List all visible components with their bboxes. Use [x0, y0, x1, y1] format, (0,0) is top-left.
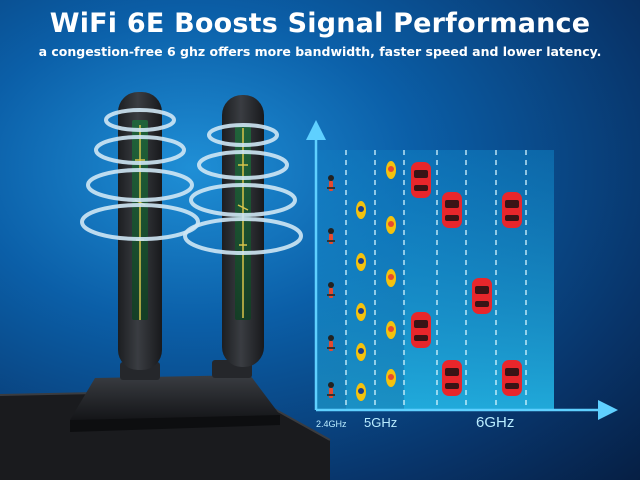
antenna-icon	[80, 92, 200, 370]
antenna-base	[70, 360, 280, 432]
antenna-icon	[183, 95, 303, 367]
bicycle-icon	[327, 175, 335, 398]
car-icon	[411, 162, 522, 396]
headline: WiFi 6E Boosts Signal Performance	[49, 8, 591, 39]
axes	[306, 120, 618, 420]
subheadline: a congestion-free 6 ghz offers more band…	[38, 44, 602, 59]
motorcycle-icon	[356, 161, 396, 401]
band-label-2-4ghz: 2.4GHz	[316, 419, 347, 429]
band-label-5ghz: 5GHz	[364, 415, 398, 430]
band-label-6ghz: 6GHz	[476, 414, 515, 431]
